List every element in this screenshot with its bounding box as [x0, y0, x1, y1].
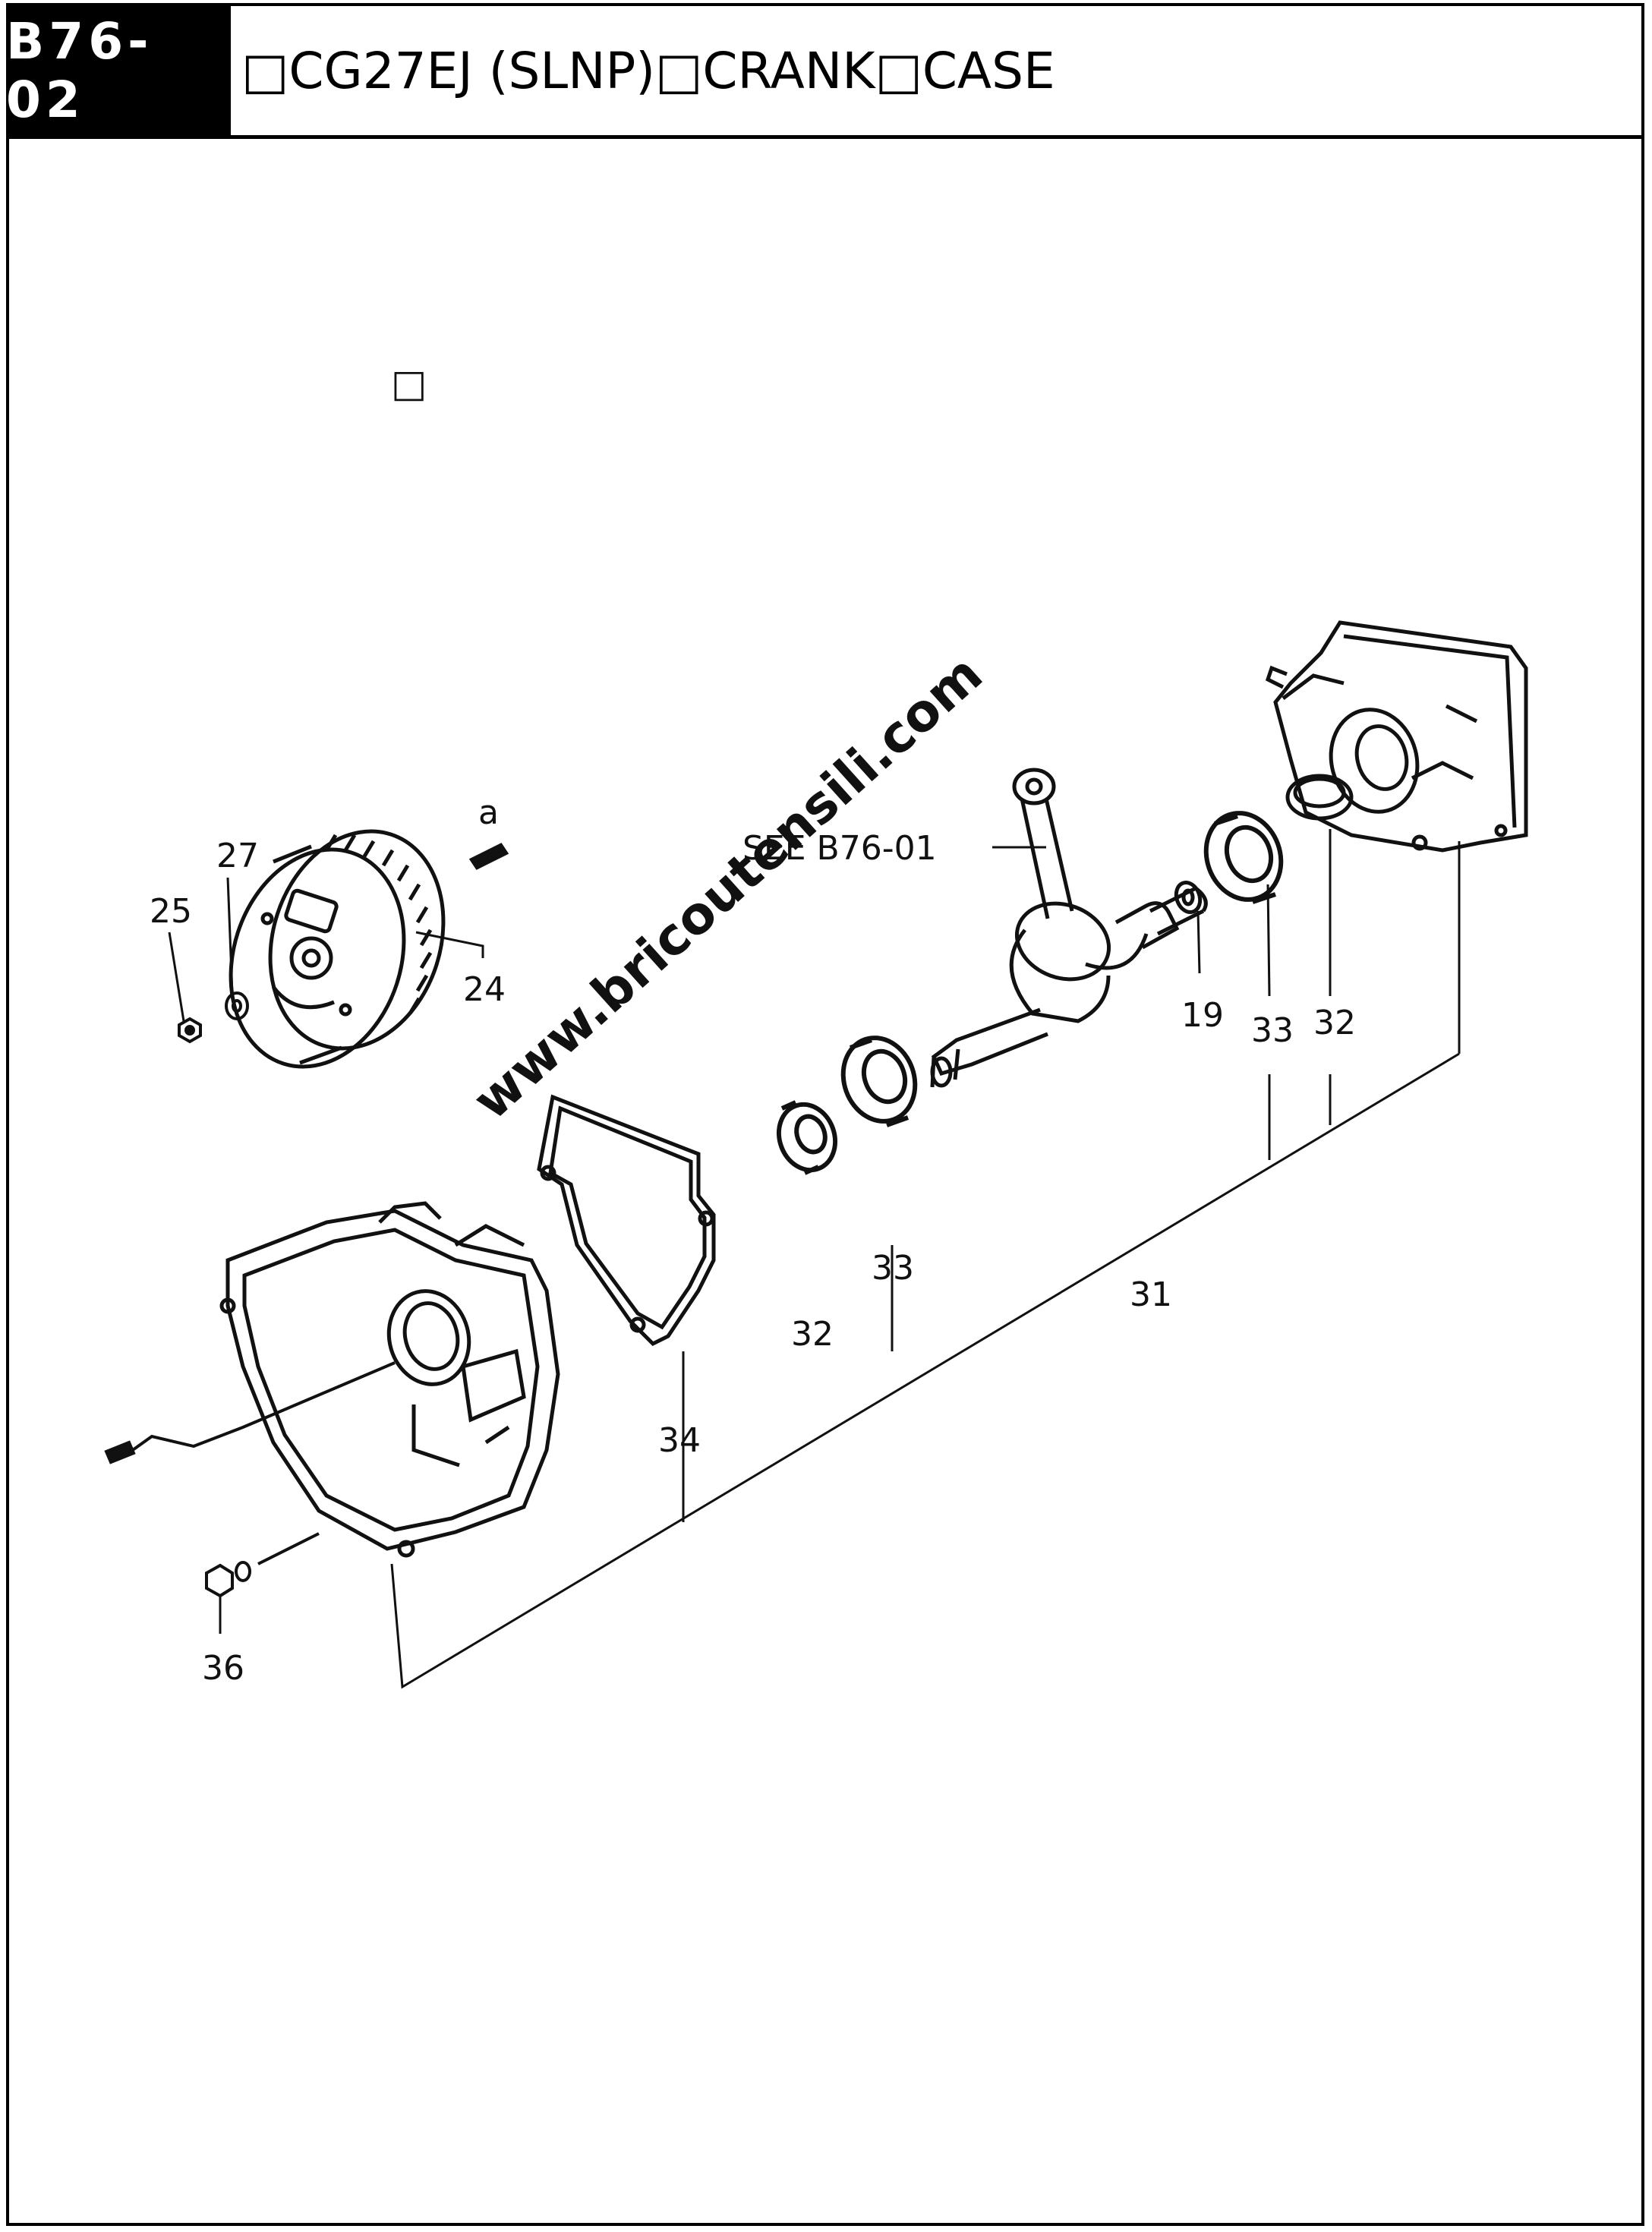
- wire-lead-icon: [104, 1361, 396, 1464]
- bolt-icon: [205, 1532, 320, 1598]
- callout-19: 19: [1181, 996, 1224, 1035]
- leader-lines-flywheel: [168, 877, 484, 1022]
- crankshaft-icon: [930, 768, 1208, 1088]
- nut-icon: [178, 1017, 202, 1044]
- callout-25: 25: [150, 892, 192, 931]
- crankcase-half-icon: [1265, 620, 1528, 853]
- gasket-icon: [537, 1094, 716, 1347]
- oil-seal-icon: [776, 1100, 838, 1175]
- page-title: □CG27EJ (SLNP)□CRANK□CASE: [241, 41, 1055, 100]
- watermark: www.bricoutensili.com: [462, 644, 995, 1131]
- callout-24: 24: [463, 970, 506, 1009]
- callout-32-right: 32: [1313, 1004, 1356, 1042]
- callout-a: a: [478, 793, 499, 832]
- callout-27: 27: [216, 837, 259, 875]
- key-icon: [468, 843, 509, 870]
- bearing-icon: [840, 1036, 918, 1127]
- reference-label: SEE B76-01: [742, 829, 937, 868]
- bearing-icon: [1203, 811, 1284, 904]
- header-divider: [6, 135, 1644, 139]
- callout-36: 36: [202, 1649, 244, 1688]
- crankcase-half-icon: [219, 1201, 560, 1558]
- callout-31: 31: [1130, 1275, 1172, 1314]
- leader-lines-right: [390, 829, 1461, 1689]
- callout-34: 34: [658, 1421, 701, 1460]
- stray-glyph: □: [391, 361, 427, 405]
- washer-icon: [225, 991, 249, 1020]
- callout-33-right: 33: [1251, 1011, 1294, 1050]
- washer-icon: [1174, 881, 1203, 914]
- page-frame: [6, 3, 1644, 2226]
- flywheel-icon: [229, 829, 446, 1069]
- callout-32-middle: 32: [791, 1315, 834, 1354]
- section-code: B76-02: [6, 3, 231, 138]
- callout-33-middle: 33: [872, 1249, 914, 1288]
